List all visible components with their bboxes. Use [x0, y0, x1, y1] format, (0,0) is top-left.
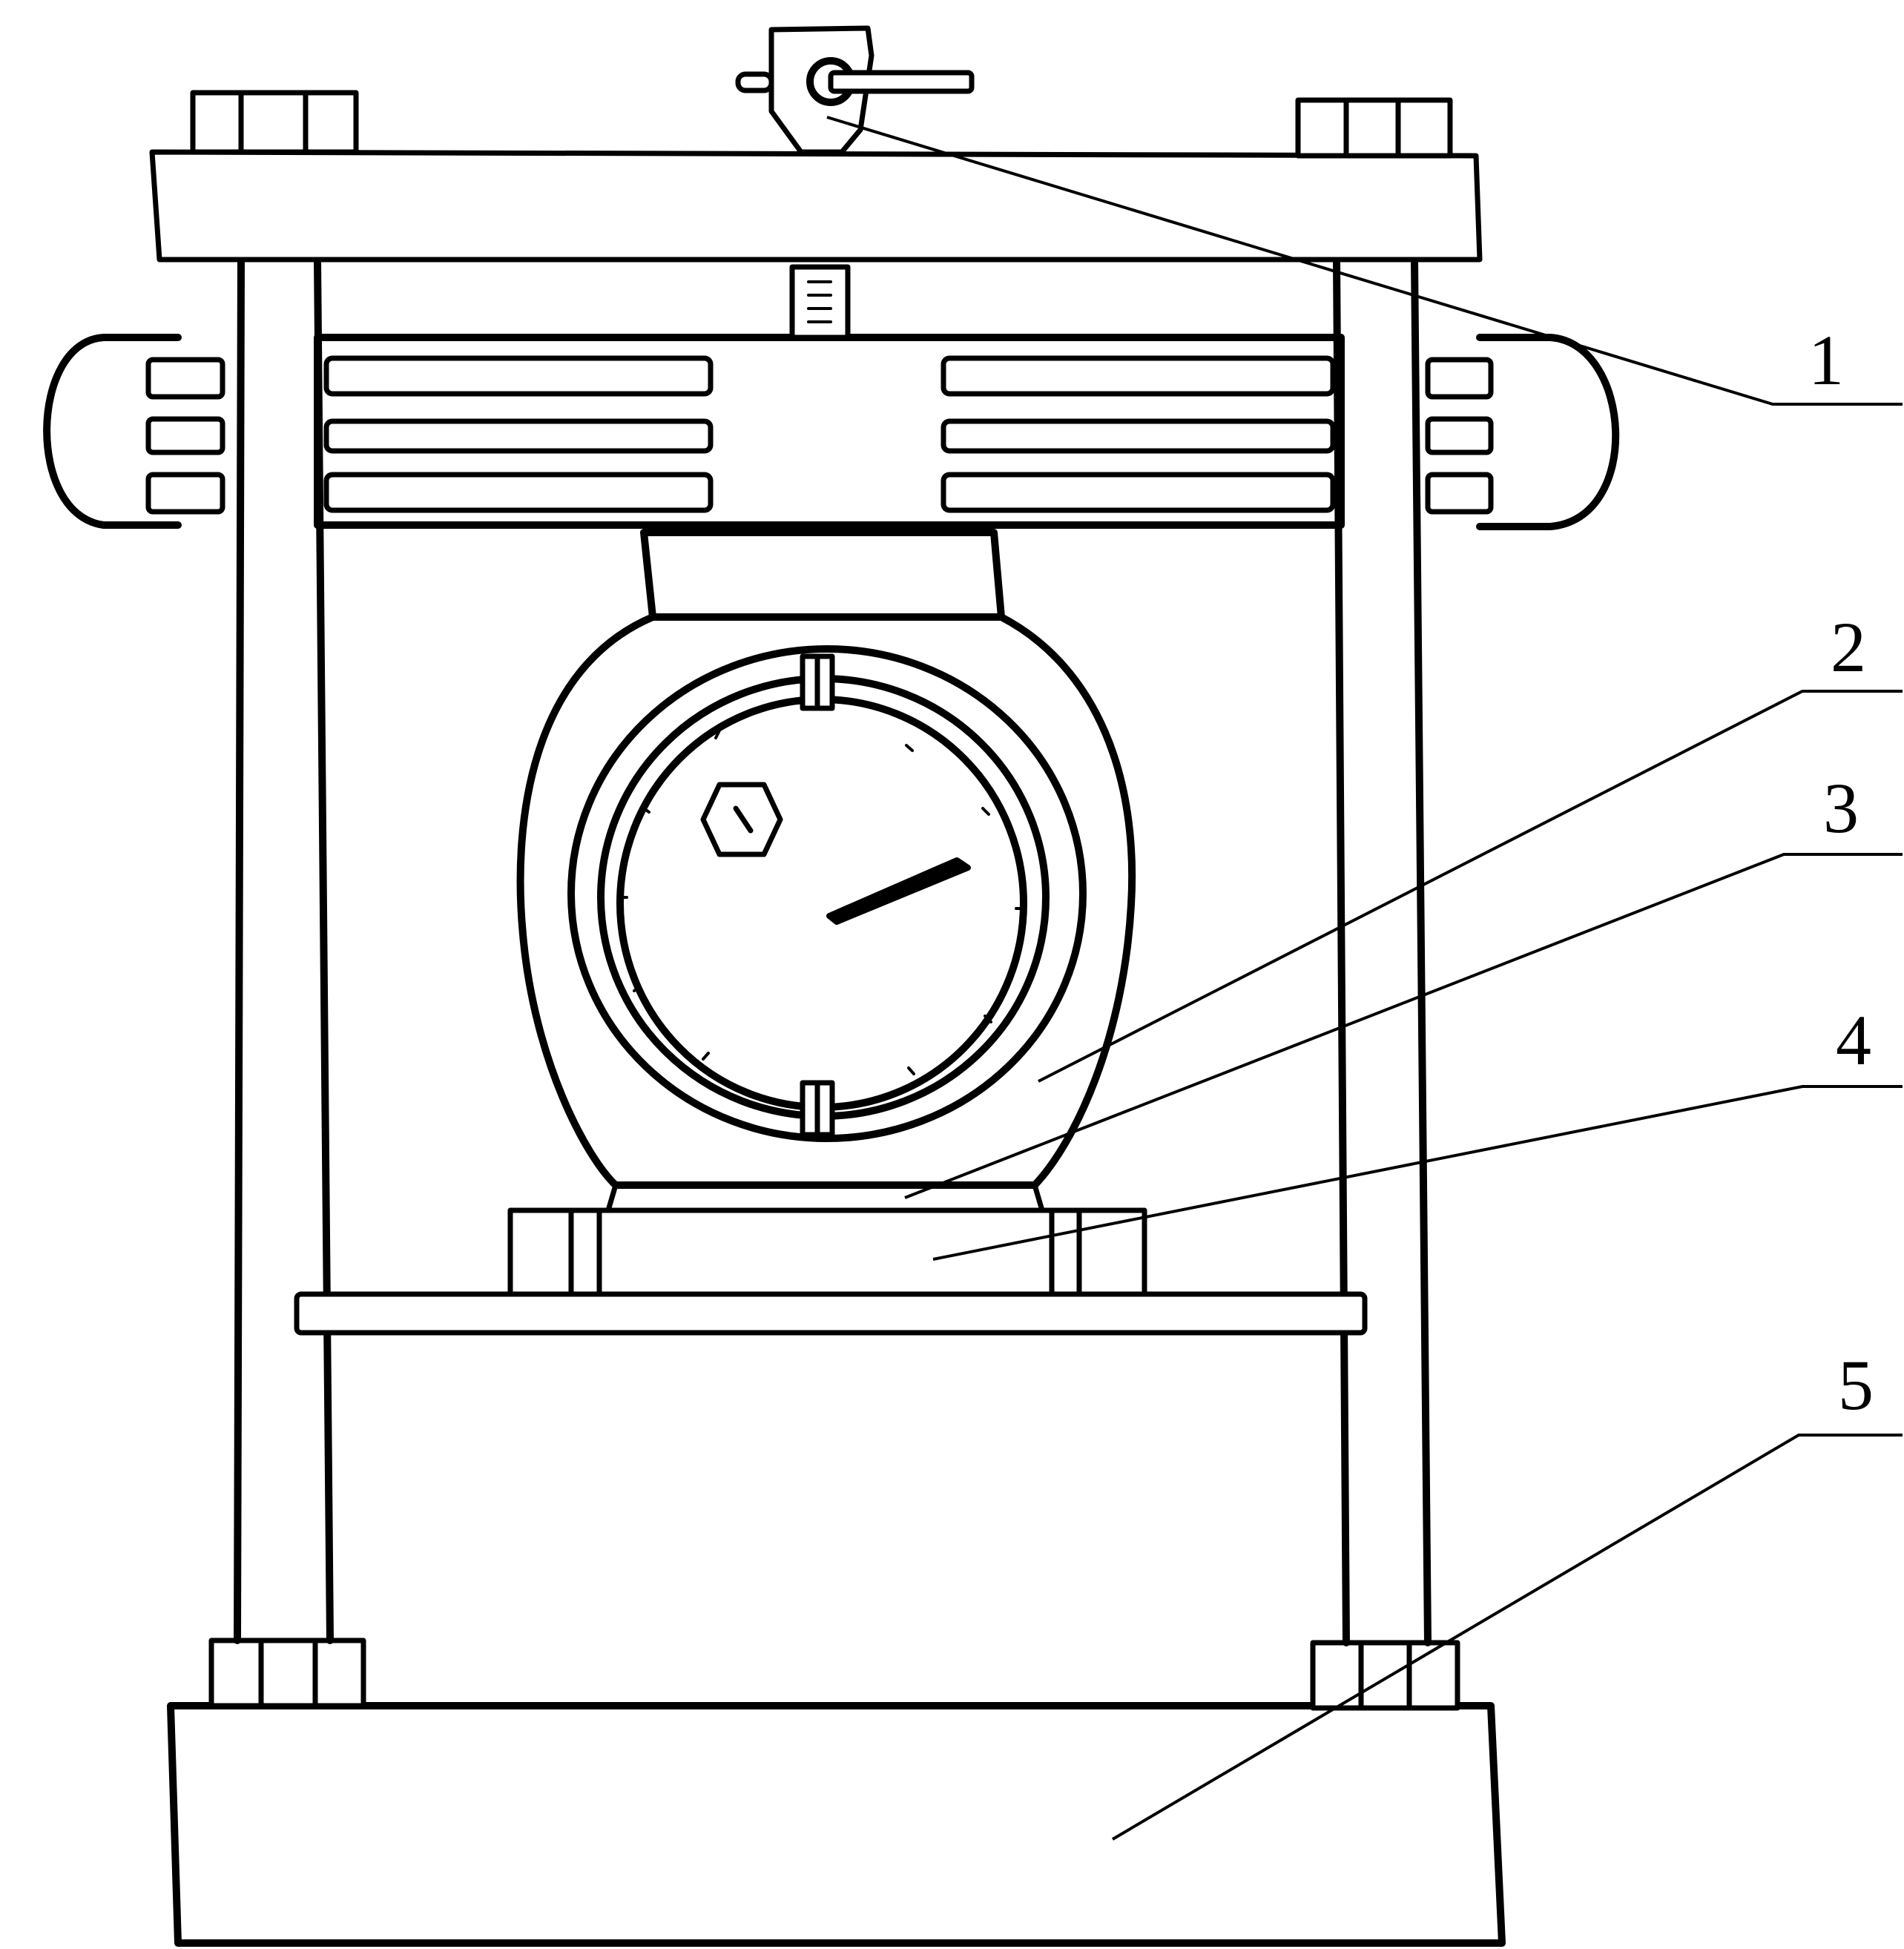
bottom-right-nut — [1310, 1640, 1460, 1711]
bearing-block — [507, 1207, 1147, 1297]
dial-pointer — [826, 857, 971, 925]
loading-screw — [789, 264, 851, 340]
right-column — [1333, 256, 1432, 1646]
callout-4: 4 — [1836, 1000, 1871, 1080]
dial-small-counter — [700, 782, 783, 857]
lever-left-handle — [43, 334, 182, 529]
lower-platen — [294, 1291, 1368, 1336]
lever-right-handle — [1476, 334, 1620, 530]
top-crosshead — [149, 149, 1483, 263]
handwheel — [735, 25, 975, 155]
spring-stack — [145, 334, 1494, 529]
leader-lines — [826, 116, 1903, 1841]
callout-5: 5 — [1838, 1345, 1874, 1425]
dial-ticks — [619, 729, 1024, 1075]
lower-seat-plate — [605, 1182, 1045, 1213]
callout-2: 2 — [1831, 607, 1866, 687]
callout-3: 3 — [1823, 768, 1859, 848]
proving-ring — [567, 645, 1087, 1142]
dial-gauge — [616, 653, 1027, 1138]
top-left-nut — [190, 90, 359, 155]
base-block — [167, 1702, 1506, 1947]
callout-labels: 1 2 3 4 5 — [1808, 320, 1874, 1425]
bottom-left-nut — [208, 1638, 366, 1709]
top-right-nut — [1295, 97, 1453, 159]
proving-ring-body — [516, 529, 1136, 1189]
callout-1: 1 — [1808, 320, 1844, 400]
